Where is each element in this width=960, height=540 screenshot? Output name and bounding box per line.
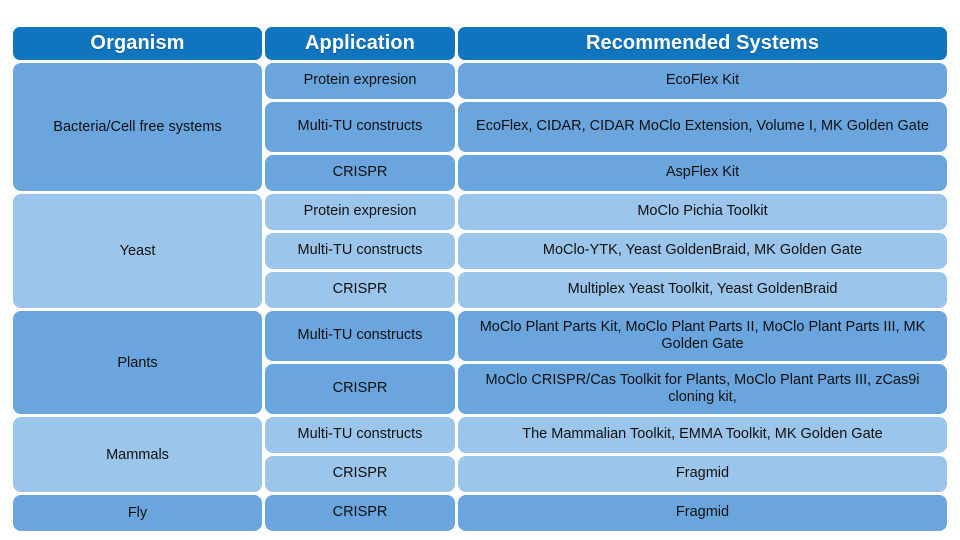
application-cell: CRISPR (265, 272, 455, 308)
application-cell: Multi-TU constructs (265, 311, 455, 361)
recommended-systems-cell: AspFlex Kit (458, 155, 947, 191)
recommended-systems-cell: MoClo-YTK, Yeast GoldenBraid, MK Golden … (458, 233, 947, 269)
column-header-application: Application (265, 27, 455, 60)
recommended-systems-cell: EcoFlex Kit (458, 63, 947, 99)
recommended-systems-cell: EcoFlex, CIDAR, CIDAR MoClo Extension, V… (458, 102, 947, 152)
recommended-systems-table: Organism Application Recommended Systems… (13, 27, 947, 534)
organism-cell: Mammals (13, 417, 262, 492)
application-cell: Protein expresion (265, 63, 455, 99)
application-cell: CRISPR (265, 155, 455, 191)
application-cell: CRISPR (265, 364, 455, 414)
application-cell: Multi-TU constructs (265, 233, 455, 269)
recommended-systems-cell: MoClo Pichia Toolkit (458, 194, 947, 230)
recommended-systems-cell: Fragmid (458, 456, 947, 492)
organism-cell: Fly (13, 495, 262, 531)
application-cell: Multi-TU constructs (265, 102, 455, 152)
application-cell: Protein expresion (265, 194, 455, 230)
column-header-organism: Organism (13, 27, 262, 60)
organism-cell: Bacteria/Cell free systems (13, 63, 262, 191)
application-cell: Multi-TU constructs (265, 417, 455, 453)
organism-cell: Yeast (13, 194, 262, 308)
recommended-systems-cell: Fragmid (458, 495, 947, 531)
recommended-systems-cell: The Mammalian Toolkit, EMMA Toolkit, MK … (458, 417, 947, 453)
application-cell: CRISPR (265, 456, 455, 492)
application-cell: CRISPR (265, 495, 455, 531)
organism-cell: Plants (13, 311, 262, 414)
recommended-systems-cell: MoClo CRISPR/Cas Toolkit for Plants, MoC… (458, 364, 947, 414)
column-header-recommended-systems: Recommended Systems (458, 27, 947, 60)
recommended-systems-cell: MoClo Plant Parts Kit, MoClo Plant Parts… (458, 311, 947, 361)
recommended-systems-cell: Multiplex Yeast Toolkit, Yeast GoldenBra… (458, 272, 947, 308)
table-header-row: Organism Application Recommended Systems (13, 27, 947, 60)
